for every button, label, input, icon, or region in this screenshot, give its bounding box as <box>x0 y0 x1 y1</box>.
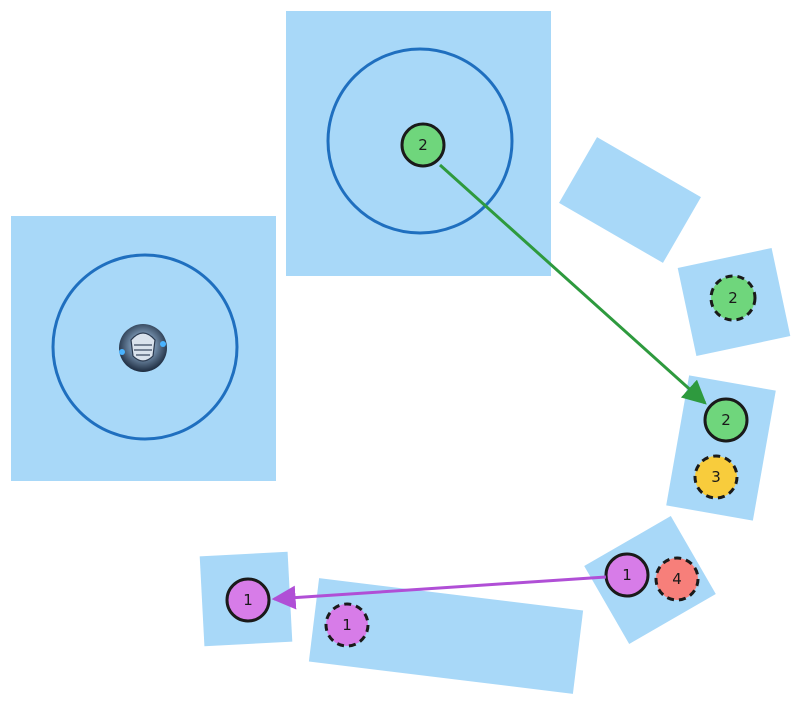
tile-c[interactable] <box>584 516 716 644</box>
token-green-ghost[interactable]: 2 <box>709 274 757 322</box>
arrow-purple-move <box>271 575 607 610</box>
svg-text:1: 1 <box>243 591 253 609</box>
token-purple-target[interactable]: 1 <box>225 577 271 623</box>
tile-b[interactable] <box>666 375 776 521</box>
token-green-top[interactable]: 2 <box>400 122 446 168</box>
tile-long-bottom[interactable] <box>308 578 584 694</box>
svg-text:2: 2 <box>418 136 428 154</box>
svg-text:2: 2 <box>721 411 731 429</box>
token-yellow-ghost[interactable]: 3 <box>693 454 739 500</box>
svg-text:3: 3 <box>711 468 721 486</box>
tile-empty-rotated[interactable] <box>559 137 701 263</box>
zone-top-ring <box>326 47 514 235</box>
token-green-target[interactable]: 2 <box>703 397 749 443</box>
zone-left-ring <box>51 253 239 441</box>
token-purple-source[interactable]: 1 <box>604 552 650 598</box>
svg-text:2: 2 <box>728 289 738 307</box>
svg-text:4: 4 <box>672 570 682 588</box>
svg-text:1: 1 <box>342 616 352 634</box>
svg-text:1: 1 <box>622 566 632 584</box>
arrow-green-move <box>438 163 707 405</box>
token-purple-ghost[interactable]: 1 <box>324 602 370 648</box>
token-red-ghost[interactable]: 4 <box>654 556 700 602</box>
avatar-icon[interactable] <box>119 324 167 372</box>
